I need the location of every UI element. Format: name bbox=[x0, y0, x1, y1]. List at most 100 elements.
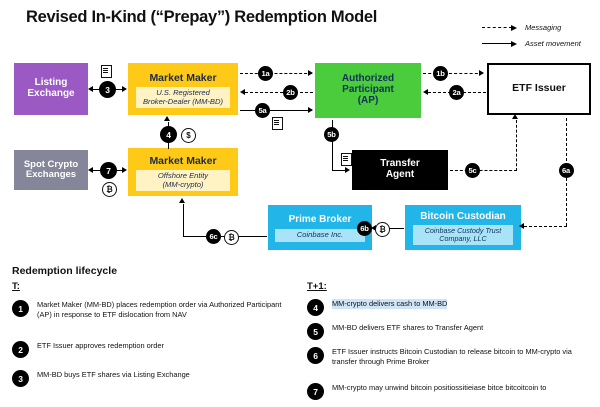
arrowhead-left bbox=[423, 88, 428, 95]
list-item-text: MM-BD delivers ETF shares to Transfer Ag… bbox=[332, 323, 484, 332]
list-item-text: MM-crypto may unwind bitcoin positiossit… bbox=[332, 383, 547, 392]
list-item: 1 Market Maker (MM-BD) places redemption… bbox=[12, 300, 292, 320]
node-subtitle: Offshore Entity(MM-crypto) bbox=[135, 170, 231, 192]
bitcoin-token-icon: ₿ bbox=[102, 182, 117, 197]
step-badge-6c[interactable]: 6c bbox=[206, 228, 221, 244]
edge-5a-mmbd-ap bbox=[240, 110, 312, 111]
node-etf-issuer[interactable]: ETF Issuer bbox=[487, 63, 591, 115]
step-badge-5b[interactable]: 5b bbox=[324, 127, 339, 142]
arrowhead-left bbox=[371, 224, 376, 231]
step-badge-1b[interactable]: 1b bbox=[433, 65, 448, 81]
edge-5c-ta-etf-horizontal bbox=[450, 170, 517, 171]
step-badge-7[interactable]: 7 bbox=[307, 383, 324, 400]
list-item-text: ETF Issuer approves redemption order bbox=[37, 341, 164, 350]
node-title: ETF Issuer bbox=[512, 82, 566, 95]
step-badge-6b[interactable]: 6b bbox=[357, 220, 372, 236]
document-icon bbox=[272, 117, 283, 130]
edge-5b-ap-ta-horizontal bbox=[332, 170, 346, 171]
cash-token-icon: $ bbox=[181, 128, 196, 143]
list-item: 6 ETF Issuer instructs Bitcoin Custodian… bbox=[307, 347, 597, 367]
list-item-text: MM-BD buys ETF shares via Listing Exchan… bbox=[37, 370, 190, 379]
arrowhead-left bbox=[240, 88, 245, 95]
lifecycle-heading: Redemption lifecycle bbox=[12, 265, 118, 277]
legend-label-messaging: Messaging bbox=[525, 23, 562, 32]
legend-item-messaging: Messaging bbox=[482, 21, 600, 34]
edge-5c-ta-etf-vertical bbox=[516, 120, 517, 171]
node-bitcoin-custodian[interactable]: Bitcoin Custodian Coinbase Custody Trust… bbox=[405, 205, 521, 250]
arrowhead-right bbox=[122, 85, 127, 92]
node-prime-broker[interactable]: Prime Broker Coinbase Inc. bbox=[268, 205, 372, 250]
list-item: 2 ETF Issuer approves redemption order bbox=[12, 341, 292, 358]
list-item: 4 MM-crypto delivers cash to MM-BD bbox=[307, 299, 597, 316]
step-badge-5a[interactable]: 5a bbox=[255, 102, 270, 118]
bitcoin-token-icon: ₿ bbox=[224, 229, 239, 245]
node-title: Bitcoin Custodian bbox=[420, 210, 506, 222]
arrowhead-left bbox=[519, 222, 524, 229]
step-badge-7[interactable]: 7 bbox=[100, 162, 117, 179]
bitcoin-token-icon: ₿ bbox=[375, 221, 390, 237]
list-item-text: ETF Issuer instructs Bitcoin Custodian t… bbox=[332, 347, 572, 366]
edge-6a-etf-custodian-horizontal bbox=[524, 226, 567, 227]
step-badge-3[interactable]: 3 bbox=[99, 81, 116, 98]
arrowhead-right bbox=[308, 106, 313, 113]
dashed-arrow-icon bbox=[482, 24, 520, 31]
edge-6c-primebroker-mmcrypto-vertical bbox=[183, 204, 184, 237]
node-title: Prime Broker bbox=[288, 214, 352, 226]
arrowhead-up bbox=[164, 116, 171, 121]
arrowhead-right bbox=[308, 69, 313, 76]
step-badge-2b[interactable]: 2b bbox=[283, 84, 298, 100]
list-item: 7 MM-crypto may unwind bitcoin positioss… bbox=[307, 383, 599, 400]
arrowhead-up bbox=[512, 114, 519, 119]
step-badge-2a[interactable]: 2a bbox=[449, 84, 464, 100]
node-subtitle: Coinbase Inc. bbox=[275, 229, 365, 242]
list-item: 5 MM-BD delivers ETF shares to Transfer … bbox=[307, 323, 597, 340]
edge-1a-mmbd-ap bbox=[240, 73, 312, 74]
document-icon bbox=[101, 65, 112, 78]
arrowhead-left bbox=[88, 166, 93, 173]
step-badge-6a[interactable]: 6a bbox=[558, 163, 574, 178]
arrowhead-up bbox=[179, 198, 186, 203]
list-item-text: MM-crypto delivers cash to MM-BD bbox=[332, 299, 448, 309]
arrowhead-right bbox=[345, 166, 350, 173]
list-item: 3 MM-BD buys ETF shares via Listing Exch… bbox=[12, 370, 292, 387]
document-icon bbox=[341, 153, 352, 166]
lifecycle-column-head-t: T: bbox=[12, 281, 20, 292]
step-badge-1[interactable]: 1 bbox=[12, 300, 29, 317]
step-badge-4[interactable]: 4 bbox=[307, 299, 324, 316]
edge-6b-custodian-primebroker bbox=[376, 228, 404, 229]
legend-item-asset-movement: Asset movement bbox=[482, 37, 600, 50]
step-badge-1a[interactable]: 1a bbox=[258, 65, 273, 81]
list-item-text: Market Maker (MM-BD) places redemption o… bbox=[37, 300, 282, 319]
node-market-maker-mm-crypto[interactable]: Market Maker Offshore Entity(MM-crypto) bbox=[128, 148, 238, 196]
node-title: Market Maker bbox=[149, 154, 217, 167]
arrowhead-right bbox=[479, 69, 484, 76]
edge-1b-ap-etf bbox=[423, 73, 483, 74]
step-badge-6[interactable]: 6 bbox=[307, 347, 324, 364]
arrowhead-left bbox=[88, 85, 93, 92]
page-title: Revised In-Kind (“Prepay”) Redemption Mo… bbox=[26, 8, 378, 26]
solid-arrow-icon bbox=[482, 40, 520, 47]
edge-5b-ap-ta-vertical bbox=[332, 120, 333, 170]
step-badge-2[interactable]: 2 bbox=[12, 341, 29, 358]
step-badge-5[interactable]: 5 bbox=[307, 323, 324, 340]
step-badge-5c[interactable]: 5c bbox=[465, 162, 480, 178]
step-badge-4[interactable]: 4 bbox=[160, 126, 177, 143]
step-badge-3[interactable]: 3 bbox=[12, 370, 29, 387]
arrowhead-right bbox=[122, 166, 127, 173]
node-title: Market Maker bbox=[149, 71, 217, 84]
legend-label-asset-movement: Asset movement bbox=[525, 39, 581, 48]
legend: Messaging Asset movement bbox=[482, 21, 600, 53]
edge-2b-ap-mmbd bbox=[245, 92, 313, 93]
lifecycle-column-head-t1: T+1: bbox=[307, 281, 327, 292]
